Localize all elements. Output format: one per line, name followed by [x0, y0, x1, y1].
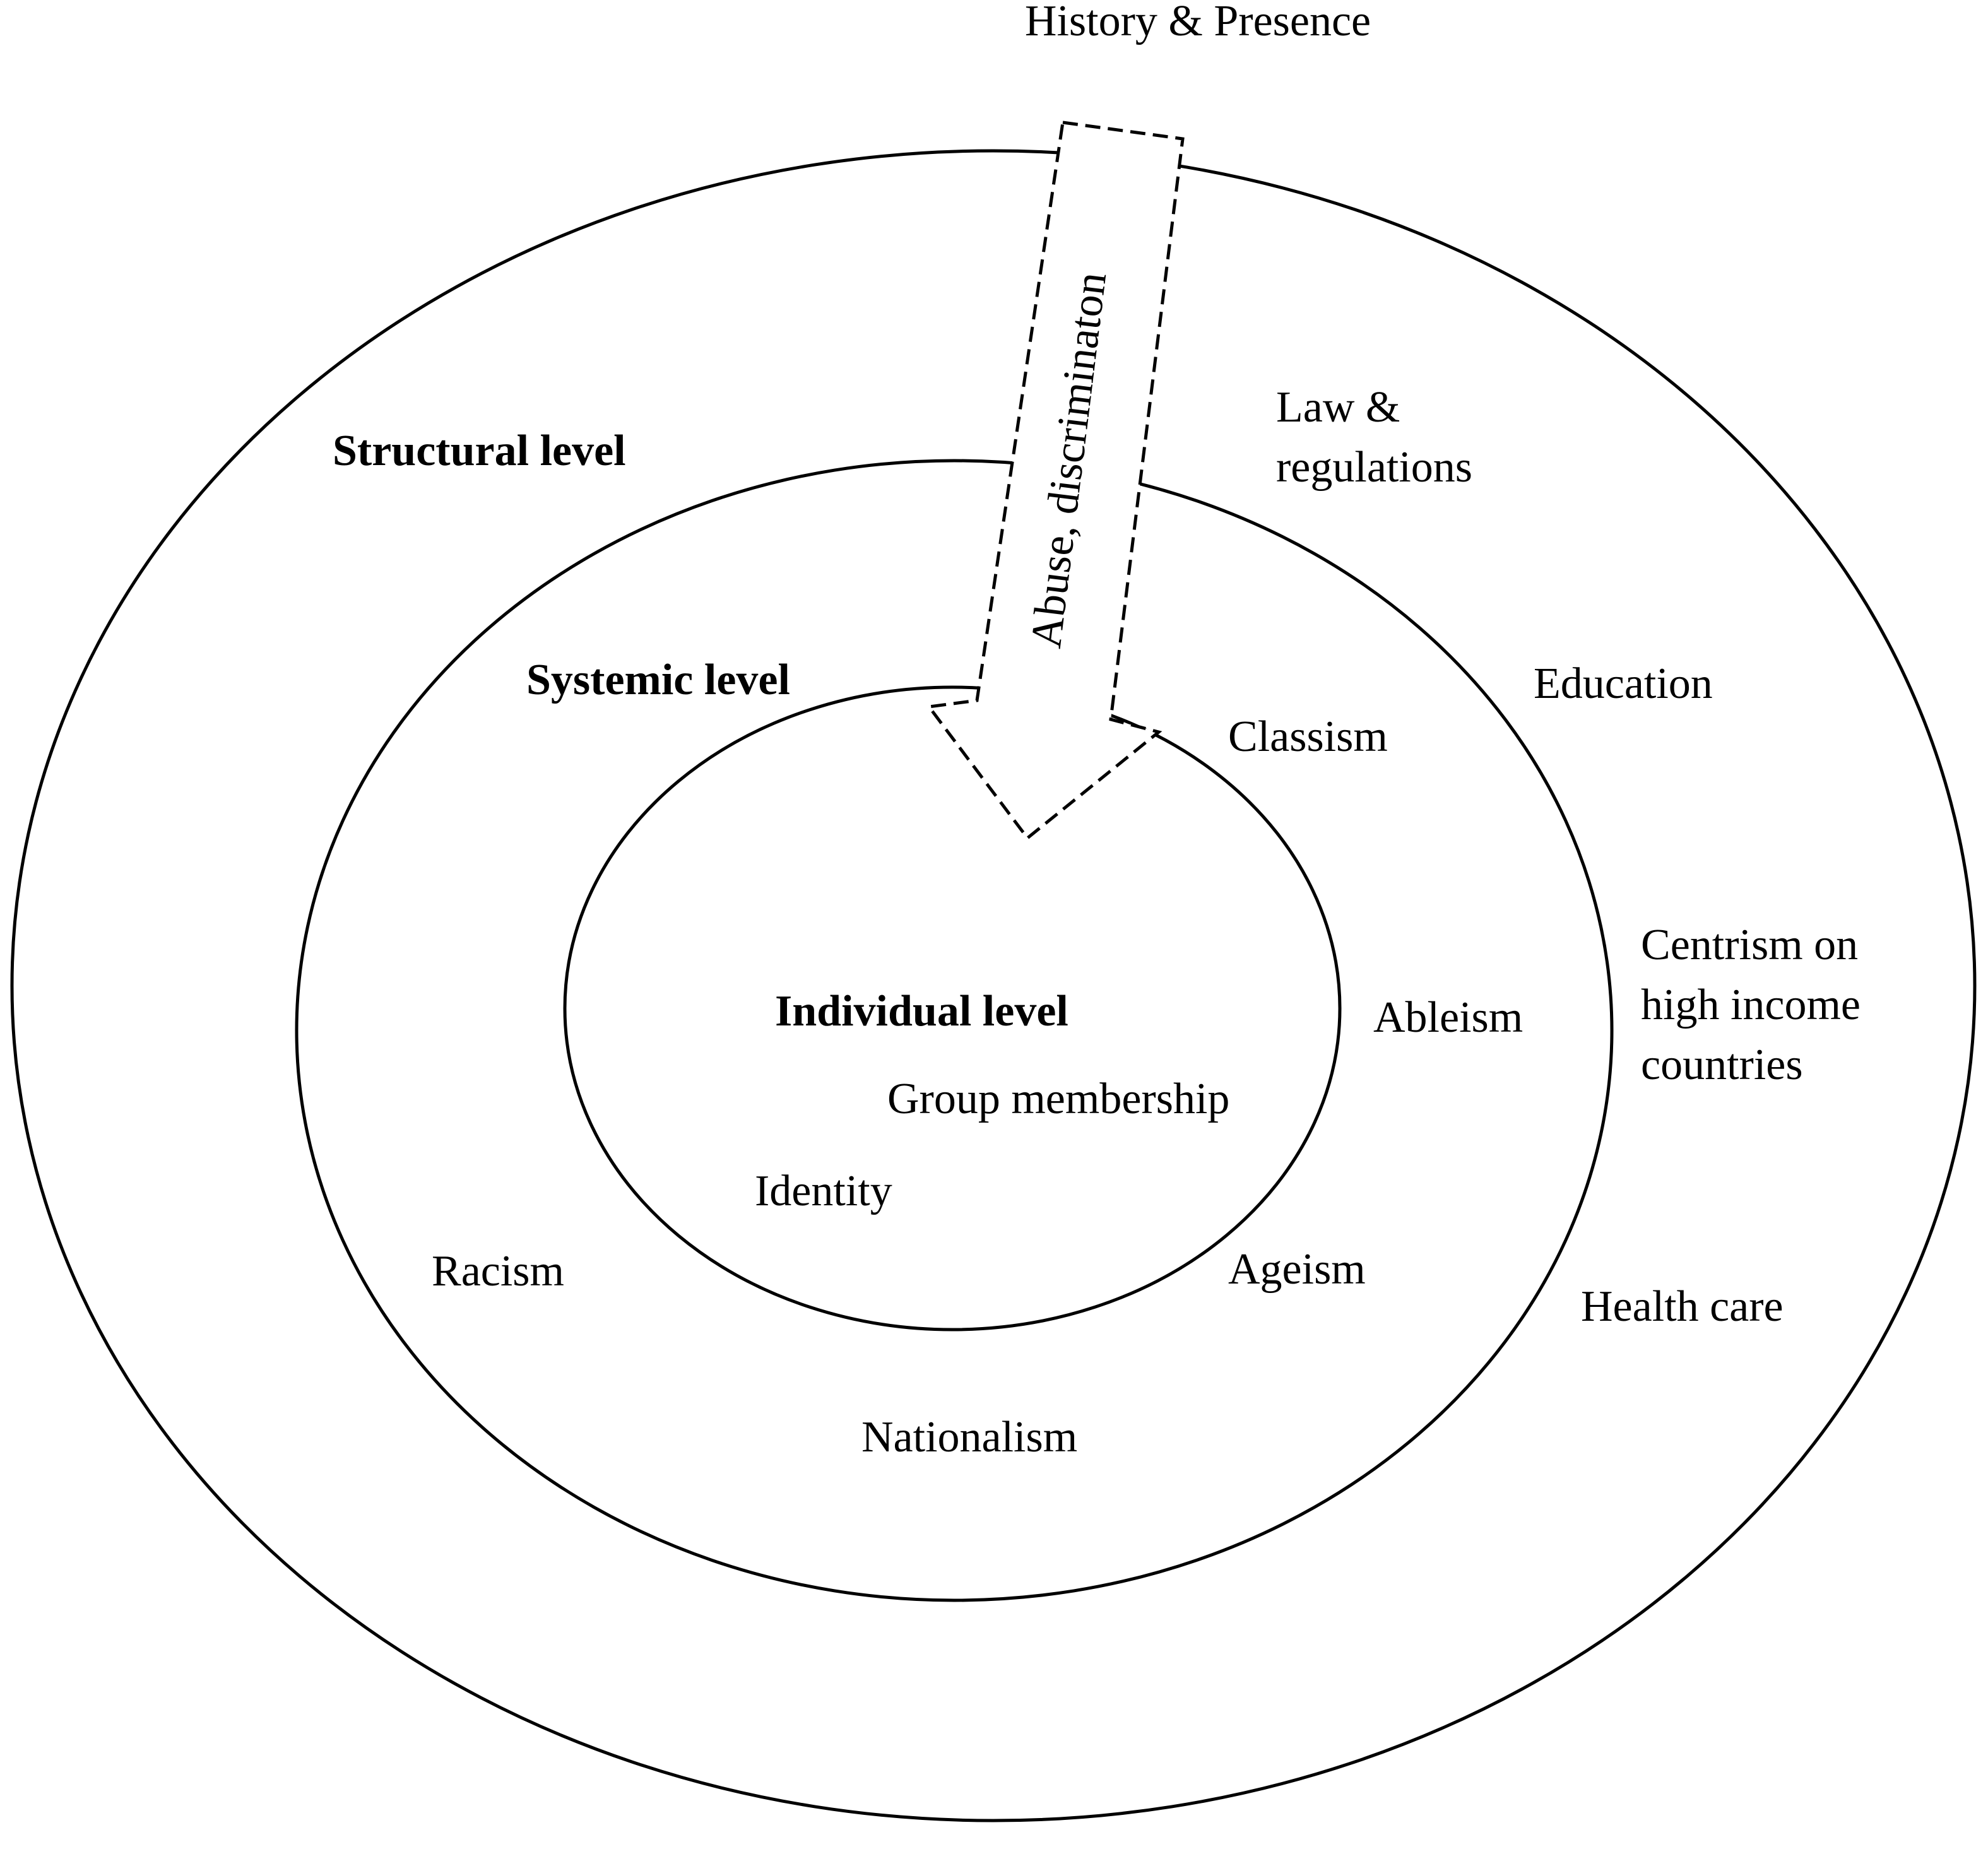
centrism-line-3: countries — [1641, 1041, 1803, 1089]
health-care-label: Health care — [1581, 1282, 1784, 1331]
individual-level-ring — [563, 685, 1342, 1331]
structural-level-ring — [10, 149, 1977, 1822]
nationalism-label: Nationalism — [861, 1413, 1077, 1461]
ageism-label: Ageism — [1228, 1245, 1366, 1294]
centrism-line-2: high income — [1641, 981, 1861, 1029]
law-regulations-label: Law & regulations — [1276, 383, 1472, 492]
law-line-2: regulations — [1276, 443, 1472, 492]
education-label: Education — [1534, 659, 1713, 708]
systemic-level-title: Systemic level — [526, 656, 790, 704]
racism-label: Racism — [432, 1247, 564, 1296]
abuse-discrimination-arrow — [926, 121, 1185, 841]
individual-level-title: Individual level — [775, 987, 1068, 1036]
diagram-title: History & Presence — [1025, 0, 1371, 45]
law-line-1: Law & — [1276, 383, 1400, 432]
classism-label: Classism — [1228, 712, 1388, 761]
centrism-line-1: Centrism on — [1641, 921, 1858, 969]
systemic-level-ring — [295, 459, 1614, 1602]
centrism-label: Centrism on high income countries — [1641, 921, 1871, 1089]
identity-label: Identity — [755, 1167, 892, 1215]
group-membership-label: Group membership — [887, 1075, 1229, 1123]
structural-level-title: Structural level — [333, 427, 626, 475]
ableism-label: Ableism — [1373, 993, 1523, 1042]
